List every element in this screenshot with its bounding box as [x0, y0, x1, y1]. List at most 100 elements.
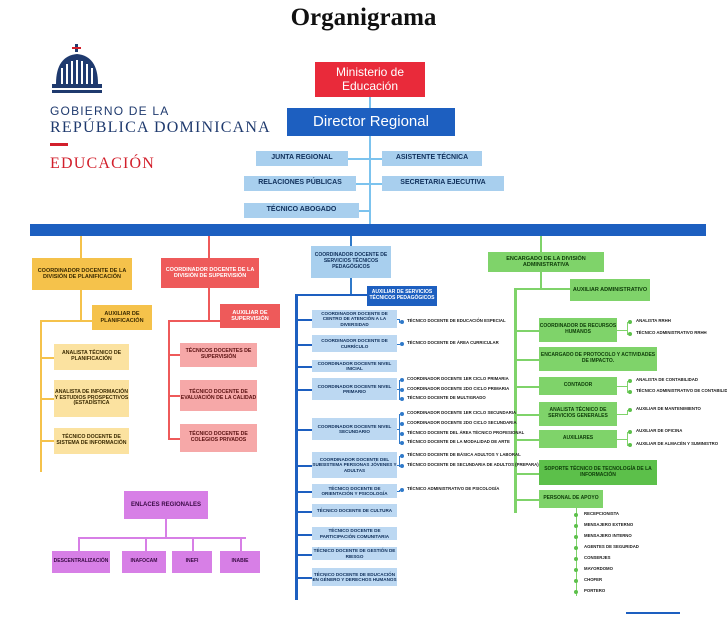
servicios-item: TÉCNICO DOCENTE DE CULTURA [312, 504, 397, 517]
connector-line [397, 465, 400, 466]
connector-line [350, 236, 352, 246]
servicios-item: TÉCNICO DOCENTE DE ORIENTACIÓN Y PSICOLO… [312, 484, 397, 498]
connector-line [298, 533, 312, 536]
connector-line [514, 288, 570, 290]
planificacion-item: ANALISTA TÉCNICO DE PLANIFICACIÓN [54, 344, 129, 370]
bullet-dot [628, 408, 632, 412]
connector-line [40, 357, 54, 359]
auxiliar-supervision-box: AUXILIAR DE SUPERVISIÓN [220, 304, 280, 328]
apoyo-item: RECEPCIONISTA [584, 511, 620, 516]
bullet-dot [400, 412, 404, 416]
bullet-dot [574, 568, 578, 572]
servicios-item: TÉCNICO DOCENTE DE PARTICIPACIÓN COMUNIT… [312, 527, 397, 540]
administrativa-item: PERSONAL DE APOYO [539, 490, 603, 508]
bullet-dot [400, 441, 404, 445]
connector-line [40, 320, 42, 472]
connector-line [168, 320, 220, 322]
dome-logo-icon [52, 44, 102, 93]
connector-line [168, 395, 180, 397]
bullet-dot [628, 379, 632, 383]
junta-regional-box: JUNTA REGIONAL [256, 151, 348, 166]
bullet-dot [400, 388, 404, 392]
apoyo-item: CONSERJES [584, 555, 611, 560]
bullet-dot [574, 557, 578, 561]
connector-line [617, 330, 627, 331]
apoyo-item: MENSAJERO INTERNO [584, 533, 632, 538]
logo-divider [50, 143, 68, 146]
servicios-item: COORDINADOR DOCENTE NIVEL INICIAL [312, 360, 397, 372]
connector-line [517, 472, 539, 475]
connector-line [397, 389, 400, 390]
servicios-sub-item: TÉCNICO DOCENTE DE BÁSICA ADULTOS Y LABO… [407, 452, 521, 457]
apoyo-item: MENSAJERO EXTERNO [584, 522, 634, 527]
logo-line2: REPÚBLICA DOMINICANA [50, 119, 271, 136]
secretaria-ejecutiva-box: SECRETARIA EJECUTIVA [382, 176, 504, 191]
connector-line [298, 510, 312, 513]
logo-line1: GOBIERNO DE LA [50, 104, 170, 118]
connector-line [168, 438, 180, 440]
connector-line [295, 294, 367, 296]
apoyo-item: CHOFER [584, 577, 603, 582]
connector-line [165, 519, 167, 539]
connector-line [40, 320, 92, 322]
connector-line [397, 319, 400, 320]
servicios-sub-item: COORDINADOR DOCENTE 1ER CICLO SECUNDARIA [407, 410, 517, 415]
connector-line [78, 537, 246, 539]
connector-line [80, 236, 82, 258]
servicios-sub-item: TÉCNICO ADMINISTRATIVO DE PSICOLOGÍA [407, 486, 500, 491]
connector-line [617, 386, 627, 387]
connector-line [350, 278, 352, 296]
connector-line [397, 491, 400, 492]
connector-line [399, 343, 400, 345]
servicios-sub-item: TÉCNICO DOCENTE DE SECUNDARIA DE ADULTOS… [407, 462, 539, 467]
coordinador-servicios-box: COORDINADOR DOCENTE DE SERVICIOS TÉCNICO… [311, 246, 391, 278]
connector-line [627, 410, 628, 415]
footer-line [626, 612, 680, 614]
administrativa-sub-item: ANALISTA DE CONTABILIDAD [636, 377, 698, 382]
administrativa-item: CONTADOR [539, 377, 617, 395]
servicios-sub-item: TÉCNICO DOCENTE DE MULTIGRADO [407, 395, 486, 400]
connector-line [576, 508, 577, 596]
connector-line [40, 398, 54, 400]
servicios-sub-item: TÉCNICO DOCENTE DE LA MODALIDAD DE ARTE [407, 439, 510, 444]
connector-line [399, 414, 400, 444]
auxiliar-servicios-box: AUXILIAR DE SERVICIOS TÉCNICOS PEDAGÓGIC… [367, 286, 437, 306]
connector-line [617, 439, 627, 440]
connector-line [168, 354, 180, 356]
administrativa-sub-item: TÉCNICO ADMINISTRATIVO DE CONTABILIDAD [636, 388, 727, 393]
connector-line [517, 439, 539, 441]
connector-line [517, 359, 539, 361]
bullet-dot [628, 390, 632, 394]
servicios-sub-item: TÉCNICO DOCENTE DEL ÁREA TÉCNICO PROFESI… [407, 430, 525, 435]
administrativa-sub-item: AUXILIAR DE ALMACÉN Y SUMINISTRO [636, 441, 719, 446]
bullet-dot [574, 524, 578, 528]
connector-line [80, 290, 82, 320]
servicios-sub-item: COORDINADOR DOCENTE 1ER CICLO PRIMARIA [407, 376, 509, 381]
administrativa-sub-item: ANALISTA RRHH [636, 318, 671, 323]
apoyo-item: AGENTES DE SEGURIDAD [584, 544, 639, 549]
servicios-sub-item: COORDINADOR DOCENTE 2DO CICLO SECUNDARIA [407, 420, 517, 425]
bullet-dot [400, 397, 404, 401]
administrativa-item: ENCARGADO DE PROTOCOLO Y ACTIVIDADES DE … [539, 347, 657, 371]
connector-line [348, 158, 382, 160]
bullet-dot [628, 443, 632, 447]
connector-line [540, 272, 542, 290]
connector-line [208, 236, 210, 258]
administrativa-sub-item: AUXILIAR DE MANTENIMIENTO [636, 406, 701, 411]
connector-line [517, 499, 539, 501]
administrativa-item: SOPORTE TÉCNICO DE TECNOLOGÍA DE LA INFO… [539, 460, 657, 485]
bullet-dot [400, 378, 404, 382]
bullet-dot [400, 342, 404, 346]
connector-line [627, 432, 628, 446]
connector-line [145, 537, 147, 551]
coordinador-planificacion-box: COORDINADOR DOCENTE DE LA DIVISIÓN DE PL… [32, 258, 132, 290]
servicios-item: COORDINADOR DOCENTE DE CENTRO DE ATENCIÓ… [312, 310, 397, 328]
connector-line [298, 465, 312, 467]
bullet-dot [574, 513, 578, 517]
top-spine-line [369, 97, 371, 224]
administrativa-item: AUXILIARES [539, 430, 617, 448]
connector-line [298, 553, 312, 556]
connector-line [517, 414, 539, 416]
enlace-item: INABIE [220, 551, 260, 573]
bullet-dot [574, 535, 578, 539]
